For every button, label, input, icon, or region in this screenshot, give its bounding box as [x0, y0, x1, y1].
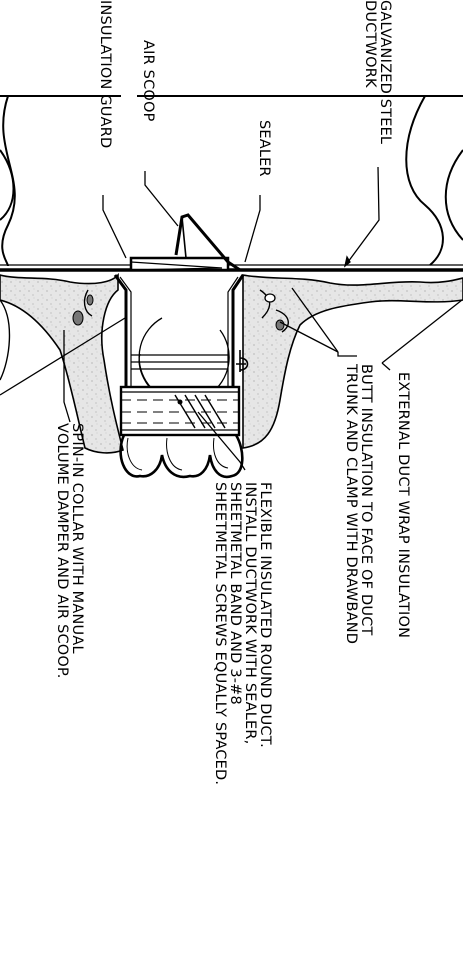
leader-external-wrap [381, 362, 391, 371]
flex-duct [119, 385, 244, 479]
label-insulation-guard: INSULATION GUARD [97, 0, 113, 149]
leader-air-scoop [144, 171, 179, 227]
label-butt-insulation: BUTT INSULATION TO FACE OF DUCT TRUNK AN… [343, 364, 374, 645]
main-duct [0, 95, 463, 272]
leader-sealer [244, 195, 261, 263]
leader-galvanized [344, 166, 380, 267]
label-spin-in-collar: SPIN-IN COLLAR WITH MANUAL VOLUME DAMPER… [54, 423, 85, 679]
leader-insulation-guard [102, 195, 127, 259]
leader-collar-inner [0, 317, 126, 396]
duct-wrap-insulation [0, 272, 463, 454]
leader-spin-in [63, 330, 71, 423]
label-external-duct-wrap: EXTERNAL DUCT WRAP INSULATION [395, 372, 411, 639]
label-air-scoop: AIR SCOOP [140, 40, 156, 122]
leader-butt-a [291, 287, 339, 353]
leader-butt-b [279, 321, 339, 353]
label-flexible-duct: FLEXIBLE INSULATED ROUND DUCT. INSTALL D… [212, 482, 273, 786]
leader-lines [0, 166, 463, 471]
volume-damper [131, 317, 249, 406]
leader-flex-duct [197, 411, 246, 471]
air-scoop [174, 213, 230, 263]
label-sealer: SEALER [256, 120, 272, 177]
label-galvanized-steel-ductwork: GALVANIZED STEEL DUCTWORK [362, 0, 393, 145]
